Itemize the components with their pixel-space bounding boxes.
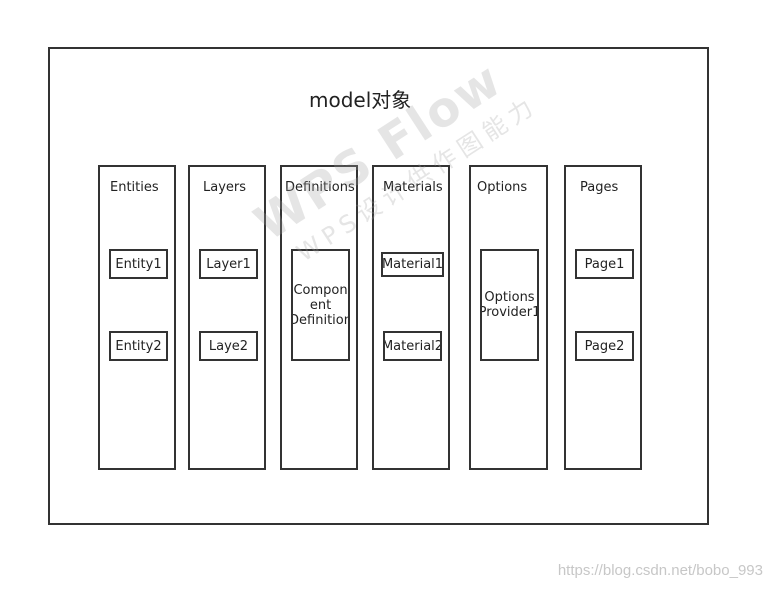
entity1-box: Entity1 (109, 249, 168, 279)
pages-column-title: Pages (580, 180, 619, 195)
materials-column: Materials Material1 Material2 (372, 165, 450, 470)
pages-column: Pages Page1 Page2 (564, 165, 642, 470)
entity2-box: Entity2 (109, 331, 168, 361)
definitions-column-title: Definitions (285, 180, 355, 195)
component-definition-box: Compon ent Definition (291, 249, 350, 361)
layers-column: Layers Layer1 Laye2 (188, 165, 266, 470)
options-column-title: Options (477, 180, 528, 195)
entities-column: Entities Entity1 Entity2 (98, 165, 176, 470)
layers-column-title: Layers (203, 180, 247, 195)
entities-column-title: Entities (110, 180, 159, 195)
material2-box: Material2 (383, 331, 442, 361)
definitions-column: Definitions Compon ent Definition (280, 165, 358, 470)
material1-box: Material1 (381, 252, 444, 277)
diagram-title: model对象 (309, 88, 412, 112)
page1-box: Page1 (575, 249, 634, 279)
options-provider-box: Options Provider1 (480, 249, 539, 361)
source-url: https://blog.csdn.net/bobo_993 (557, 562, 763, 579)
layer1-box: Layer1 (199, 249, 258, 279)
layer2-box: Laye2 (199, 331, 258, 361)
options-column: Options Options Provider1 (469, 165, 548, 470)
materials-column-title: Materials (383, 180, 443, 195)
page2-box: Page2 (575, 331, 634, 361)
